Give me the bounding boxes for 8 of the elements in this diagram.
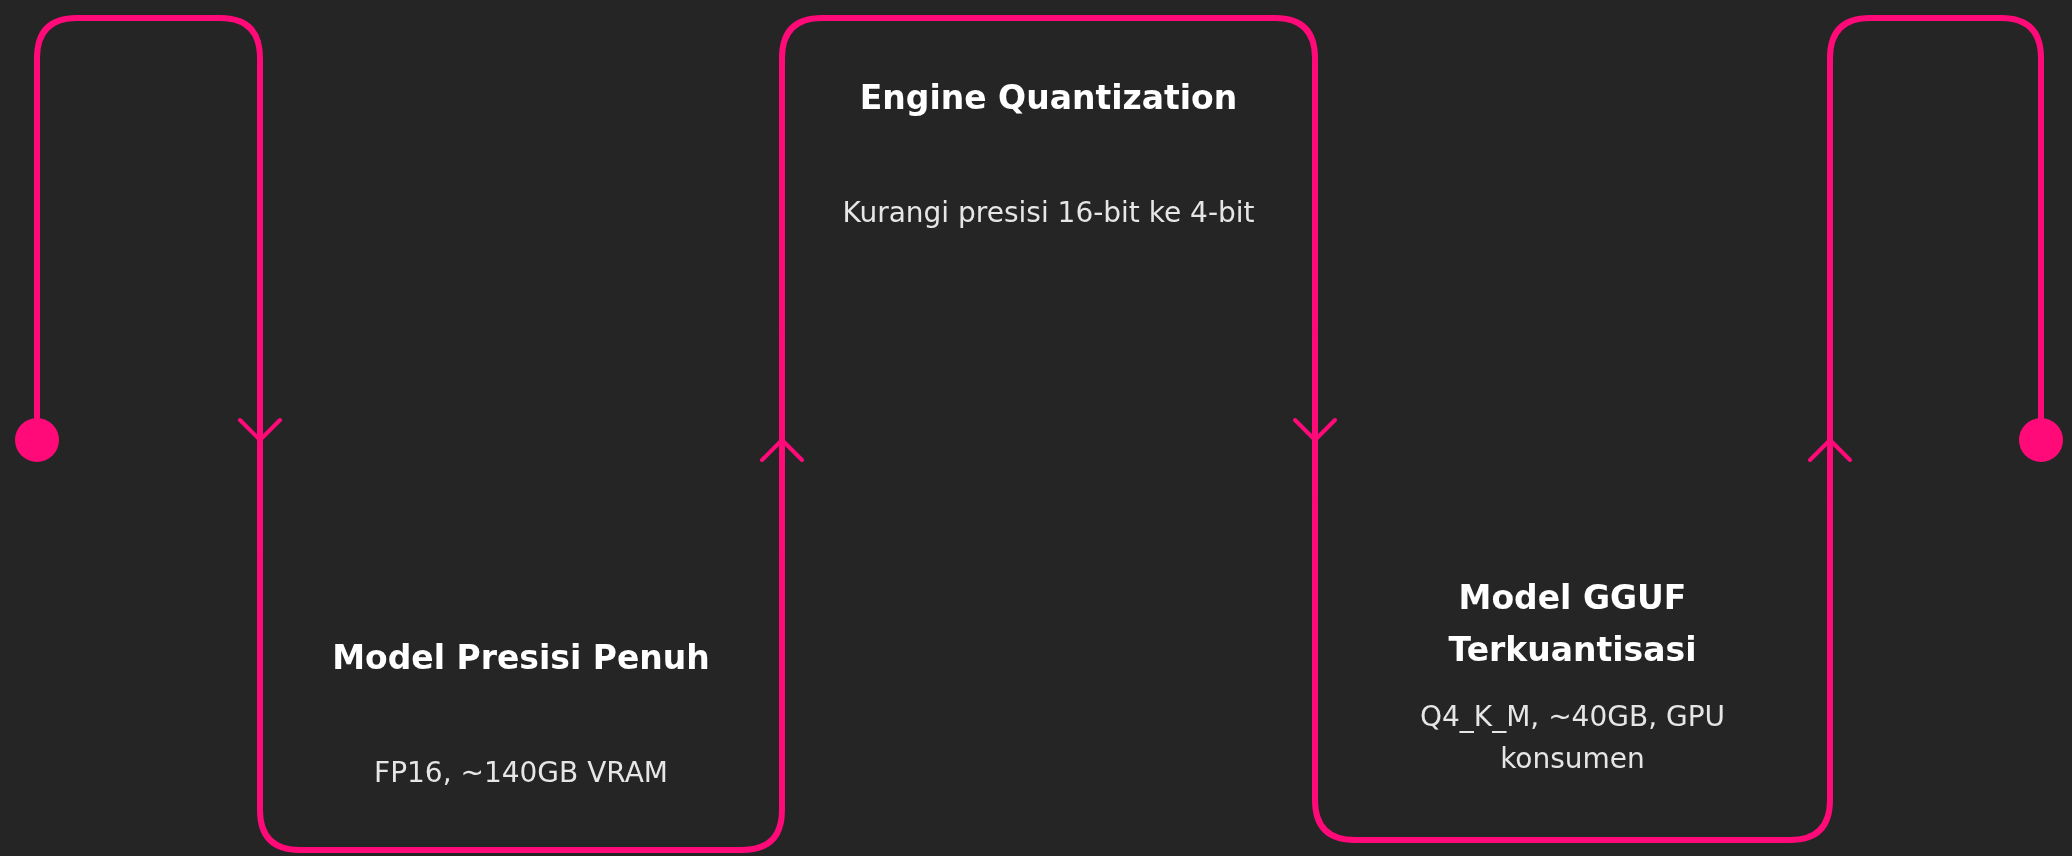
step-description: FP16, ~140GB VRAM bbox=[374, 756, 668, 789]
step-title: Model Presisi Penuh bbox=[332, 638, 710, 677]
endpoint-dot bbox=[15, 418, 59, 462]
step-description: Kurangi presisi 16-bit ke 4-bit bbox=[842, 196, 1255, 229]
step-title: Model GGUF Terkuantisasi bbox=[1448, 578, 1697, 669]
step-description: Q4_K_M, ~40GB, GPU konsumen bbox=[1419, 700, 1725, 775]
endpoint-dot bbox=[2019, 418, 2063, 462]
step-title: Engine Quantization bbox=[859, 78, 1238, 117]
